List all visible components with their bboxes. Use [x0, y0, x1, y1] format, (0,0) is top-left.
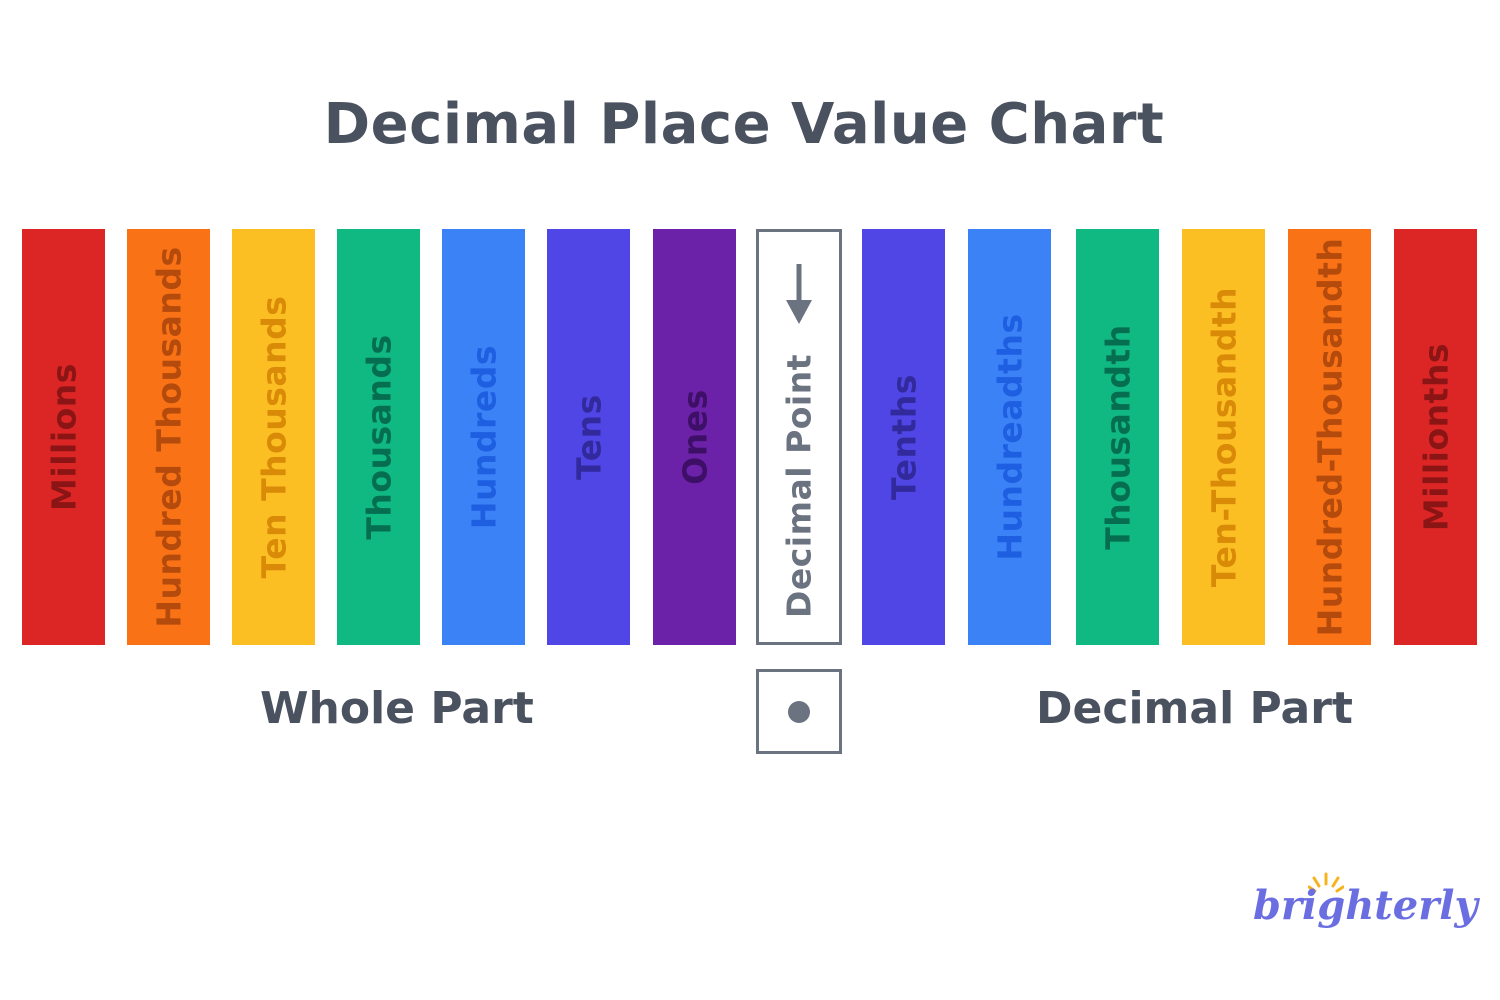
column-millionths: Millionths	[1394, 229, 1477, 645]
column-label: Tens	[569, 394, 608, 480]
brighterly-logo: brighterly	[1250, 872, 1478, 942]
column-decimal-point: Decimal Point	[756, 229, 842, 645]
place-value-columns: Millions Hundred Thousands Ten Thousands…	[0, 229, 1500, 645]
column-hundred-thousands: Hundred Thousands	[127, 229, 210, 645]
column-hundreds: Hundreds	[442, 229, 525, 645]
logo-text: brighterly	[1253, 882, 1478, 929]
column-ten-thousandth: Ten-Thousandth	[1182, 229, 1265, 645]
column-label: Millions	[44, 363, 83, 511]
column-thousands: Thousands	[337, 229, 420, 645]
column-label: Hundred Thousands	[149, 246, 188, 628]
column-ten-thousands: Ten Thousands	[232, 229, 315, 645]
column-millions: Millions	[22, 229, 105, 645]
page-title: Decimal Place Value Chart	[323, 92, 1165, 157]
column-thousandth: Thousandth	[1076, 229, 1159, 645]
column-tenths: Tenths	[862, 229, 945, 645]
decimal-dot-icon	[788, 700, 810, 723]
column-label: Millionths	[1416, 342, 1455, 532]
column-hundredths: Hundreadths	[968, 229, 1051, 645]
whole-part-label: Whole Part	[260, 683, 534, 734]
column-label: Hundreadths	[990, 313, 1029, 561]
decimal-point-box	[756, 669, 842, 754]
decimal-part-label: Decimal Part	[1036, 683, 1353, 734]
column-label: Hundred-Thousandth	[1310, 237, 1349, 637]
column-label: Tenths	[884, 374, 923, 500]
column-label: Ten-Thousandth	[1204, 286, 1243, 588]
column-label: Thousands	[359, 334, 398, 540]
column-hundred-thousandth: Hundred-Thousandth	[1288, 229, 1371, 645]
column-label: Ten Thousands	[254, 295, 293, 579]
column-label: Ones	[675, 389, 714, 485]
arrow-down-icon	[786, 264, 812, 324]
column-ones: Ones	[653, 229, 736, 645]
sun-icon	[1308, 872, 1344, 893]
column-label: Decimal Point	[779, 354, 819, 619]
column-label: Thousandth	[1098, 324, 1137, 550]
column-label: Hundreds	[464, 344, 503, 530]
column-tens: Tens	[547, 229, 630, 645]
